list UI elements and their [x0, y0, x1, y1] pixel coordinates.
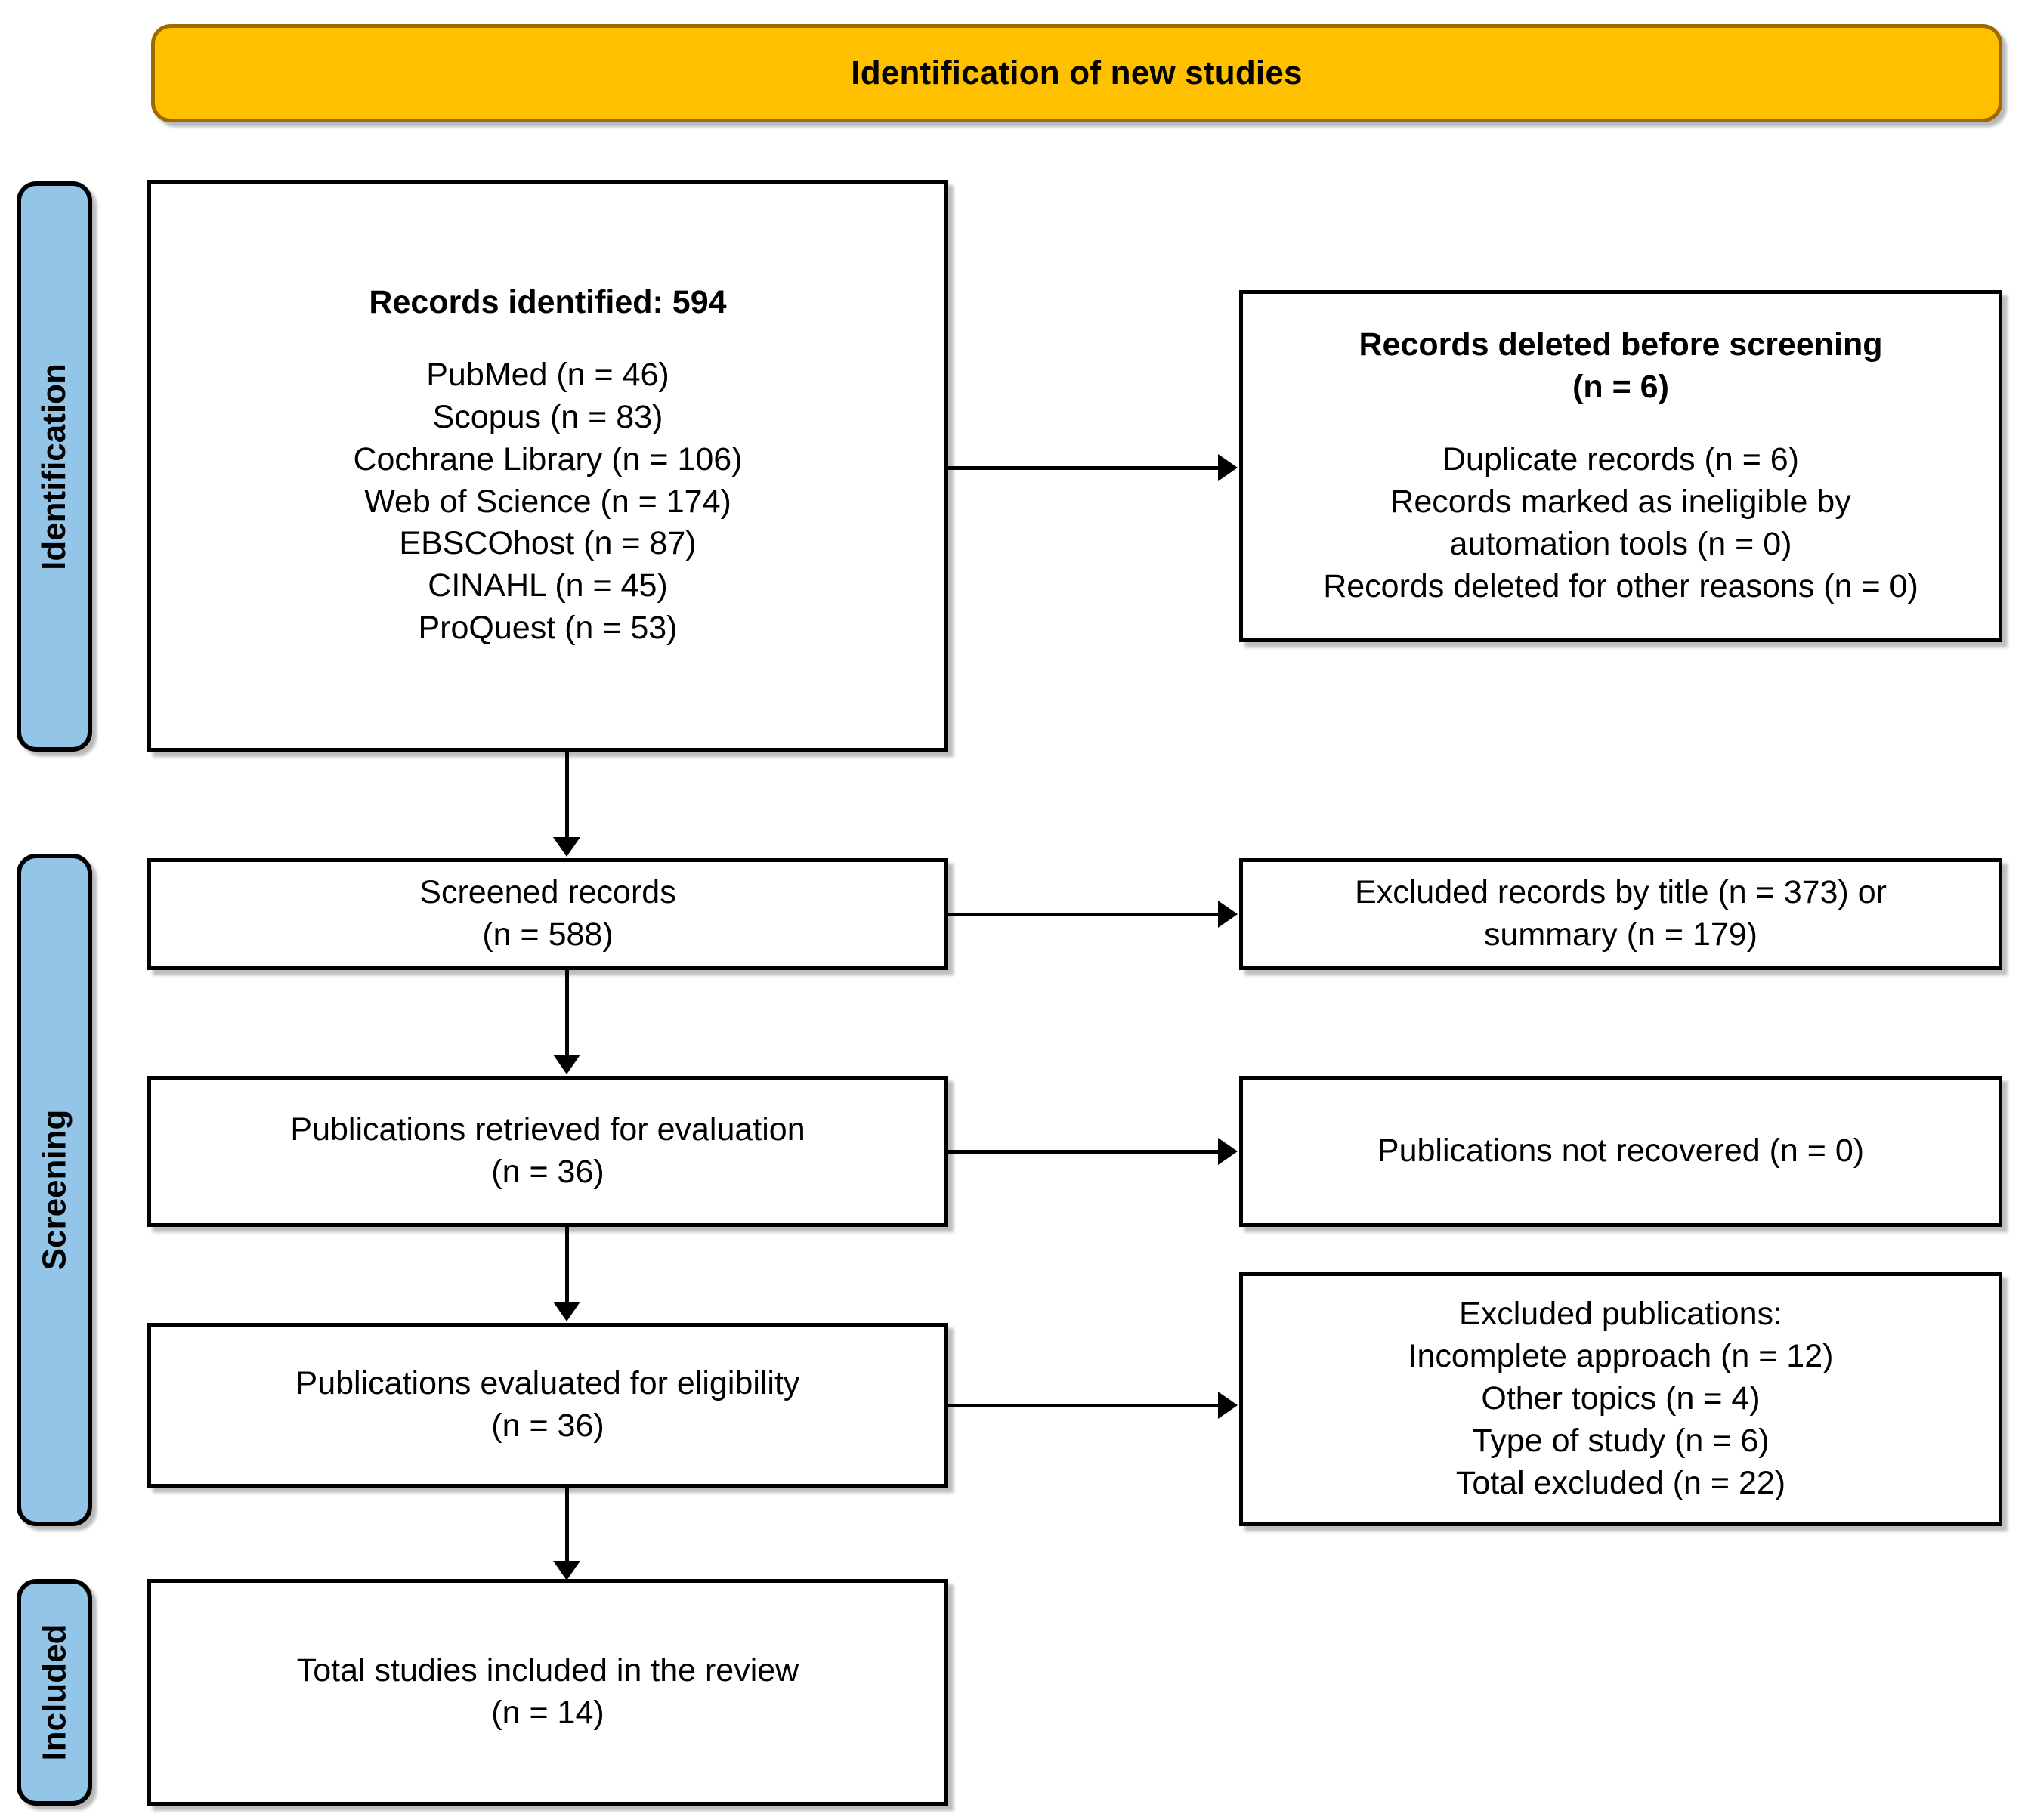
reason-duplicate-records: Duplicate records (n = 6) — [1442, 441, 1799, 478]
stage-identification-label: Identification — [36, 363, 73, 570]
reason-ineligible-automation-line1: Records marked as ineligible by — [1390, 484, 1851, 520]
stage-included: Included — [17, 1579, 92, 1806]
source-pubmed: PubMed (n = 46) — [426, 356, 669, 393]
arrowhead-identified-to-deleted — [1218, 454, 1238, 481]
arrowhead-retrieved-to-evaluated — [553, 1302, 580, 1321]
records-identified-heading: Records identified: 594 — [369, 283, 727, 320]
box-records-identified: Records identified: 594 PubMed (n = 46) … — [147, 180, 948, 752]
excluded-reason-other-topics: Other topics (n = 4) — [1481, 1380, 1761, 1417]
arrowhead-screened-to-excluded — [1218, 901, 1238, 928]
publications-evaluated-line1: Publications evaluated for eligibility — [295, 1365, 800, 1402]
excluded-publications-heading: Excluded publications: — [1459, 1296, 1782, 1333]
excluded-reason-type-of-study: Type of study (n = 6) — [1472, 1422, 1770, 1459]
box-excluded-records: Excluded records by title (n = 373) or s… — [1239, 858, 2002, 970]
records-deleted-heading-line2: (n = 6) — [1572, 369, 1669, 406]
reason-other-reasons: Records deleted for other reasons (n = 0… — [1323, 567, 1918, 604]
reason-ineligible-automation-line2: automation tools (n = 0) — [1449, 525, 1792, 562]
publications-not-recovered-line1: Publications not recovered (n = 0) — [1377, 1132, 1865, 1170]
arrowhead-identified-to-screened — [553, 837, 580, 857]
stage-included-label: Included — [36, 1624, 73, 1761]
box-excluded-publications: Excluded publications: Incomplete approa… — [1239, 1272, 2002, 1526]
stage-identification: Identification — [17, 181, 92, 752]
total-included-line1: Total studies included in the review — [296, 1652, 799, 1689]
total-included-line2: (n = 14) — [491, 1695, 604, 1731]
connector-identified-to-deleted — [948, 466, 1220, 470]
source-web-of-science: Web of Science (n = 174) — [364, 483, 731, 520]
box-records-deleted-before-screening: Records deleted before screening (n = 6)… — [1239, 290, 2002, 642]
source-proquest: ProQuest (n = 53) — [418, 610, 678, 647]
source-ebscohost: EBSCOhost (n = 87) — [399, 525, 697, 562]
arrowhead-screened-to-retrieved — [553, 1055, 580, 1074]
excluded-reason-total-excluded: Total excluded (n = 22) — [1455, 1464, 1786, 1501]
box-publications-evaluated: Publications evaluated for eligibility (… — [147, 1323, 948, 1488]
connector-screened-to-retrieved — [565, 970, 569, 1057]
box-total-studies-included: Total studies included in the review (n … — [147, 1579, 948, 1806]
publications-retrieved-line2: (n = 36) — [491, 1154, 604, 1190]
connector-evaluated-to-included — [565, 1488, 569, 1563]
source-scopus: Scopus (n = 83) — [432, 398, 663, 435]
box-publications-not-recovered: Publications not recovered (n = 0) — [1239, 1076, 2002, 1227]
records-deleted-heading-line1: Records deleted before screening — [1359, 326, 1883, 363]
banner-title: Identification of new studies — [851, 54, 1303, 91]
excluded-records-line1: Excluded records by title (n = 373) or — [1355, 874, 1887, 911]
box-publications-retrieved: Publications retrieved for evaluation (n… — [147, 1076, 948, 1227]
identification-banner: Identification of new studies — [151, 24, 2002, 122]
screened-records-line2: (n = 588) — [482, 916, 614, 953]
connector-identified-to-screened — [565, 752, 569, 839]
arrowhead-evaluated-to-excluded-publications — [1218, 1392, 1238, 1419]
excluded-records-line2: summary (n = 179) — [1483, 916, 1758, 953]
stage-screening-label: Screening — [36, 1109, 73, 1271]
source-cinahl: CINAHL (n = 45) — [428, 567, 668, 604]
box-screened-records: Screened records (n = 588) — [147, 858, 948, 970]
connector-evaluated-to-excluded-publications — [948, 1404, 1220, 1407]
excluded-reason-incomplete-approach: Incomplete approach (n = 12) — [1408, 1338, 1834, 1375]
source-cochrane-library: Cochrane Library (n = 106) — [353, 440, 743, 477]
arrowhead-retrieved-to-not-recovered — [1218, 1138, 1238, 1165]
connector-retrieved-to-not-recovered — [948, 1150, 1220, 1154]
stage-screening: Screening — [17, 854, 92, 1526]
screened-records-line1: Screened records — [419, 874, 676, 911]
connector-retrieved-to-evaluated — [565, 1227, 569, 1304]
publications-evaluated-line2: (n = 36) — [491, 1407, 604, 1444]
connector-screened-to-excluded — [948, 913, 1220, 916]
arrowhead-evaluated-to-included — [553, 1561, 580, 1581]
publications-retrieved-line1: Publications retrieved for evaluation — [290, 1111, 805, 1148]
